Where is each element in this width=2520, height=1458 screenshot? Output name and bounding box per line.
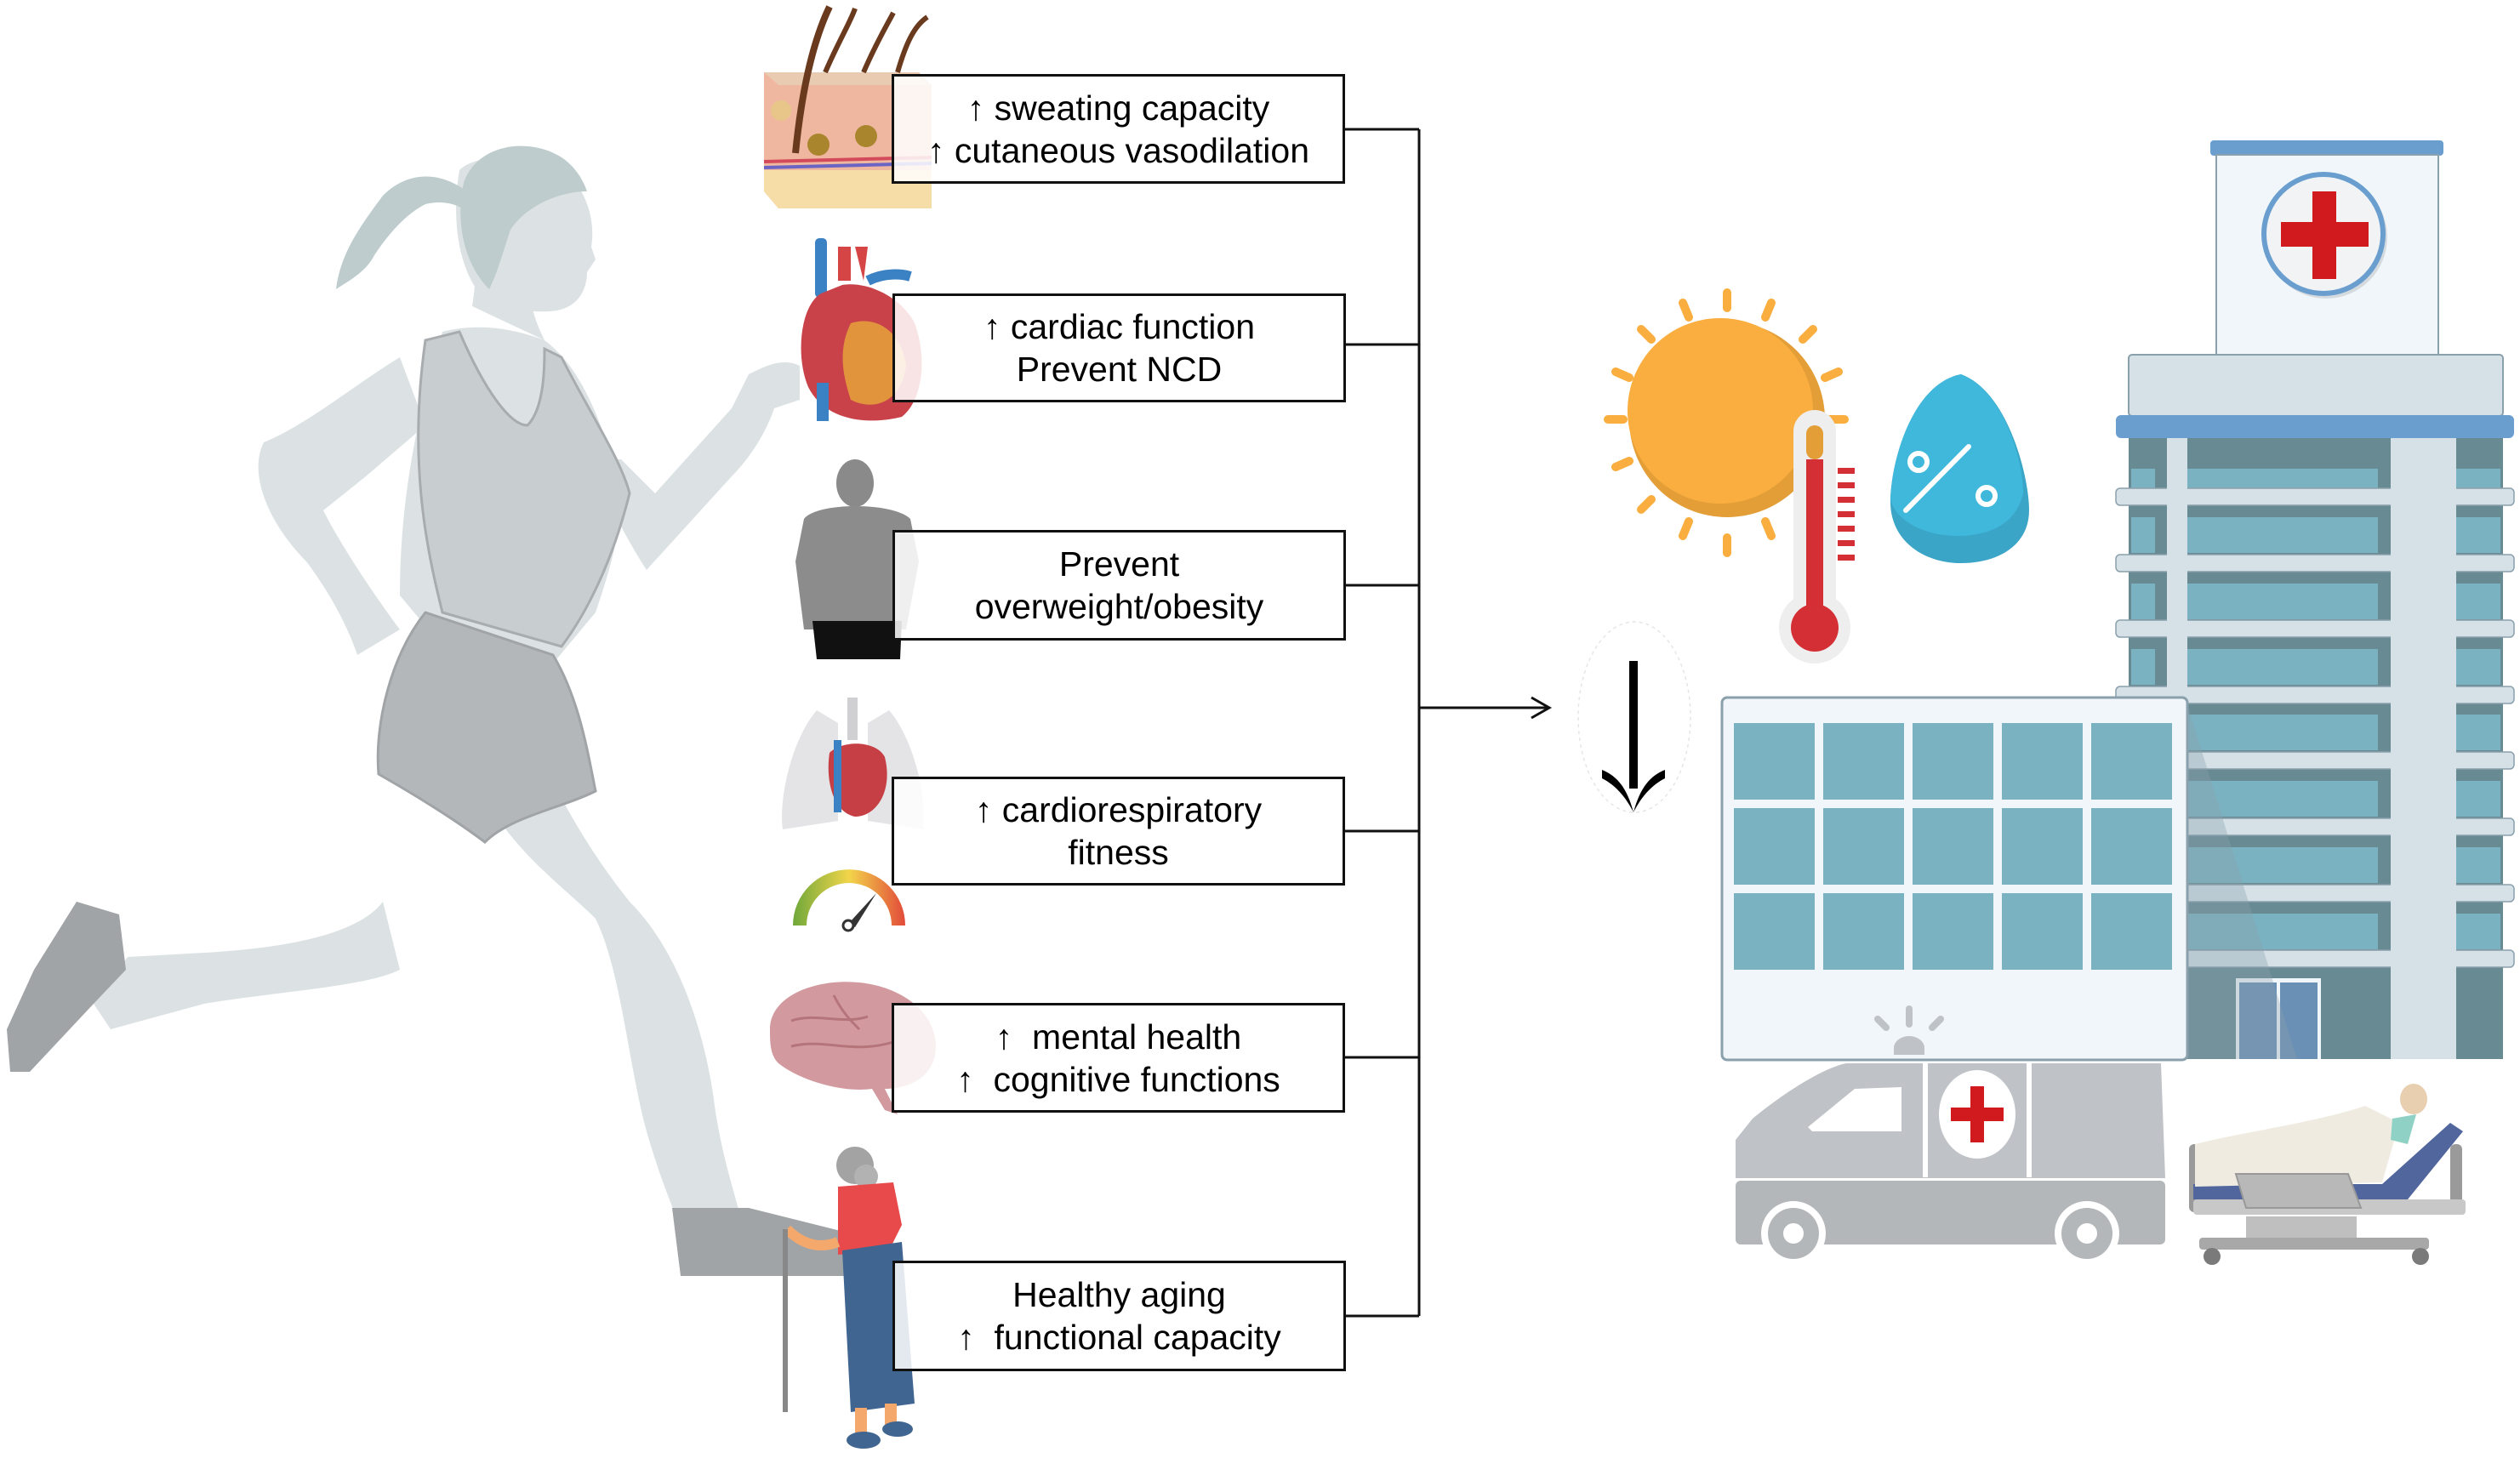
benefit-line: fitness bbox=[1068, 833, 1169, 872]
benefit-line: overweight/obesity bbox=[974, 587, 1264, 626]
sun-icon bbox=[1604, 288, 1849, 557]
benefit-box-weight: Prevent overweight/obesity bbox=[892, 530, 1346, 641]
benefit-line: ↑ cognitive functions bbox=[956, 1059, 1280, 1099]
down-arrow-halo bbox=[1577, 621, 1691, 813]
benefit-line: ↑ functional capacity bbox=[957, 1318, 1281, 1357]
benefit-line: ↑ cutaneous vasodilation bbox=[926, 130, 1310, 170]
benefit-box-fitness: ↑ cardiorespiratory fitness bbox=[892, 777, 1345, 886]
hospital-bed-icon bbox=[2189, 1084, 2466, 1265]
gauge-icon bbox=[793, 869, 905, 932]
benefit-box-mental: ↑ mental health ↑ cognitive functions bbox=[892, 1003, 1345, 1113]
benefit-line: Healthy aging bbox=[1012, 1275, 1226, 1314]
heart-icon bbox=[801, 238, 922, 421]
benefit-line: Prevent NCD bbox=[1016, 350, 1223, 389]
humidity-drop-icon bbox=[1890, 374, 2029, 563]
arrow-head bbox=[1531, 696, 1553, 720]
benefit-box-aging: Healthy aging ↑ functional capacity bbox=[892, 1261, 1346, 1371]
runner-figure bbox=[7, 145, 851, 1276]
benefit-box-cardiac: ↑ cardiac function Prevent NCD bbox=[892, 293, 1346, 402]
benefit-line: ↑ sweating capacity bbox=[966, 88, 1270, 128]
ambulance-icon bbox=[1736, 1005, 2165, 1266]
hospital-icon bbox=[1720, 140, 2515, 1062]
obese-person-icon bbox=[795, 459, 919, 659]
thermometer-icon bbox=[1779, 410, 1855, 664]
down-arrow-icon bbox=[1602, 661, 1665, 812]
benefit-line: Prevent bbox=[1058, 544, 1180, 584]
benefit-line: ↑ cardiac function bbox=[983, 307, 1256, 346]
benefit-line: ↑ cardiorespiratory bbox=[974, 790, 1263, 829]
benefit-box-thermoregulation: ↑ sweating capacity ↑ cutaneous vasodila… bbox=[892, 74, 1345, 184]
benefit-line: ↑ mental health bbox=[995, 1017, 1242, 1056]
